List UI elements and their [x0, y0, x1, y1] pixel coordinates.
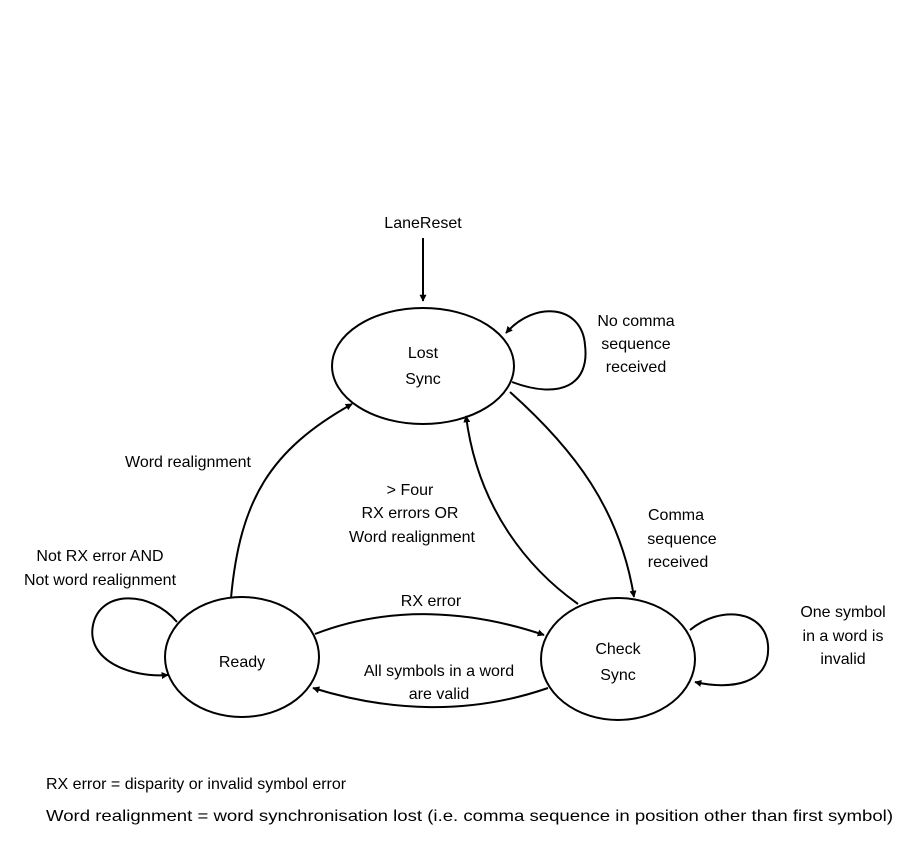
state-ready-label: Ready: [219, 654, 265, 671]
arrow-one-invalid-self-loop: [689, 613, 770, 687]
label-no-comma-line-1: No comma: [597, 313, 674, 330]
label-not-rx-error-line-1: Not RX error AND: [36, 548, 163, 565]
label-word-realignment: Word realignment: [125, 454, 252, 471]
arrow-four-errors: [463, 415, 579, 605]
state-check-sync: Check Sync: [540, 597, 696, 721]
arrow-not-rx-error-self-loop: [91, 597, 178, 679]
label-comma-received-line-3: received: [648, 554, 708, 571]
note-word-realignment-definition: Word realignment = word synchronisation …: [46, 808, 893, 825]
label-four-errors-line-2: RX errors OR: [362, 505, 459, 522]
state-lost-sync-label-2: Sync: [405, 371, 441, 388]
arrow-all-valid: [312, 686, 549, 709]
label-no-comma-line-2: sequence: [601, 336, 670, 353]
arrow-comma-received: [509, 391, 637, 598]
state-lost-sync-label-1: Lost: [408, 345, 439, 362]
label-no-comma-line-3: received: [606, 359, 666, 376]
label-comma-received-line-2: sequence: [647, 531, 716, 548]
state-check-sync-label-1: Check: [595, 641, 641, 658]
label-comma-received: Comma sequence received: [647, 507, 716, 571]
label-not-rx-error: Not RX error AND Not word realignment: [24, 548, 177, 589]
label-one-invalid-line-2: in a word is: [803, 628, 884, 645]
label-all-valid-line-2: are valid: [409, 686, 469, 703]
state-check-sync-label-2: Sync: [600, 667, 636, 684]
label-rx-error: RX error: [401, 593, 462, 610]
label-four-errors-line-3: Word realignment: [349, 529, 476, 546]
arrow-word-realignment: [230, 403, 353, 599]
note-rx-error-definition: RX error = disparity or invalid symbol e…: [46, 776, 347, 793]
label-one-invalid-line-1: One symbol: [800, 604, 885, 621]
state-ready: Ready: [164, 596, 320, 718]
arrow-no-comma-self-loop: [505, 310, 587, 391]
label-lane-reset: LaneReset: [384, 215, 462, 232]
label-one-invalid-line-3: invalid: [820, 651, 865, 668]
arrow-rx-error: [314, 613, 545, 637]
state-lost-sync: Lost Sync: [331, 307, 515, 425]
label-no-comma: No comma sequence received: [597, 313, 674, 376]
label-one-invalid: One symbol in a word is invalid: [800, 604, 885, 668]
label-four-errors: > Four RX errors OR Word realignment: [349, 482, 476, 546]
label-all-valid: All symbols in a word are valid: [364, 663, 514, 703]
label-not-rx-error-line-2: Not word realignment: [24, 572, 177, 589]
label-all-valid-line-1: All symbols in a word: [364, 663, 514, 680]
label-comma-received-line-1: Comma: [648, 507, 704, 524]
label-four-errors-line-1: > Four: [387, 482, 434, 499]
